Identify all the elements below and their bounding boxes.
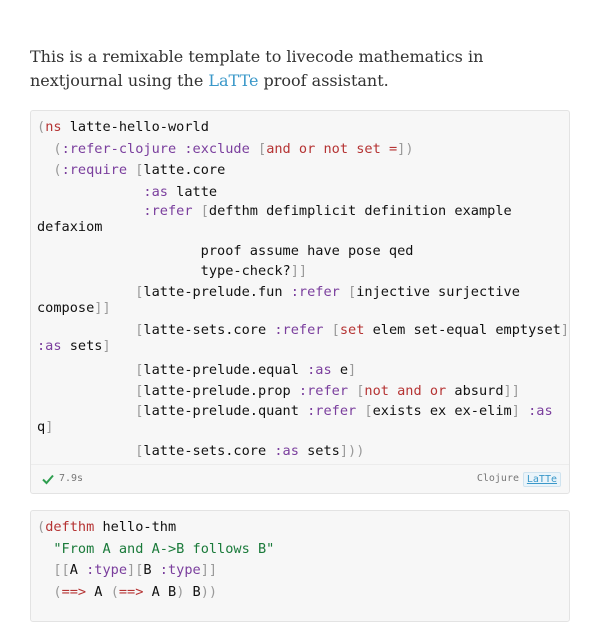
intro-text-end: proof assistant. [258, 71, 389, 90]
latte-link[interactable]: LaTTe [208, 71, 259, 90]
runtime-link[interactable]: LaTTe [522, 472, 561, 487]
run-time: 7.9s [59, 473, 84, 484]
language-label: Clojure [476, 473, 519, 484]
cell-footer: 7.9s Clojure LaTTe [31, 464, 569, 493]
code-cell-namespace[interactable]: (ns latte-hello-world (:refer-clojure :e… [30, 110, 570, 494]
checkmark-icon [42, 474, 54, 485]
code-editor[interactable]: (defthm hello-thm "From A and A->B follo… [37, 519, 275, 600]
code-cell-theorem[interactable]: (defthm hello-thm "From A and A->B follo… [30, 510, 570, 622]
intro-text: This is a remixable template to livecode… [30, 47, 484, 90]
intro-paragraph: This is a remixable template to livecode… [30, 45, 570, 93]
code-editor[interactable]: (ns latte-hello-world (:refer-clojure :e… [37, 119, 570, 459]
